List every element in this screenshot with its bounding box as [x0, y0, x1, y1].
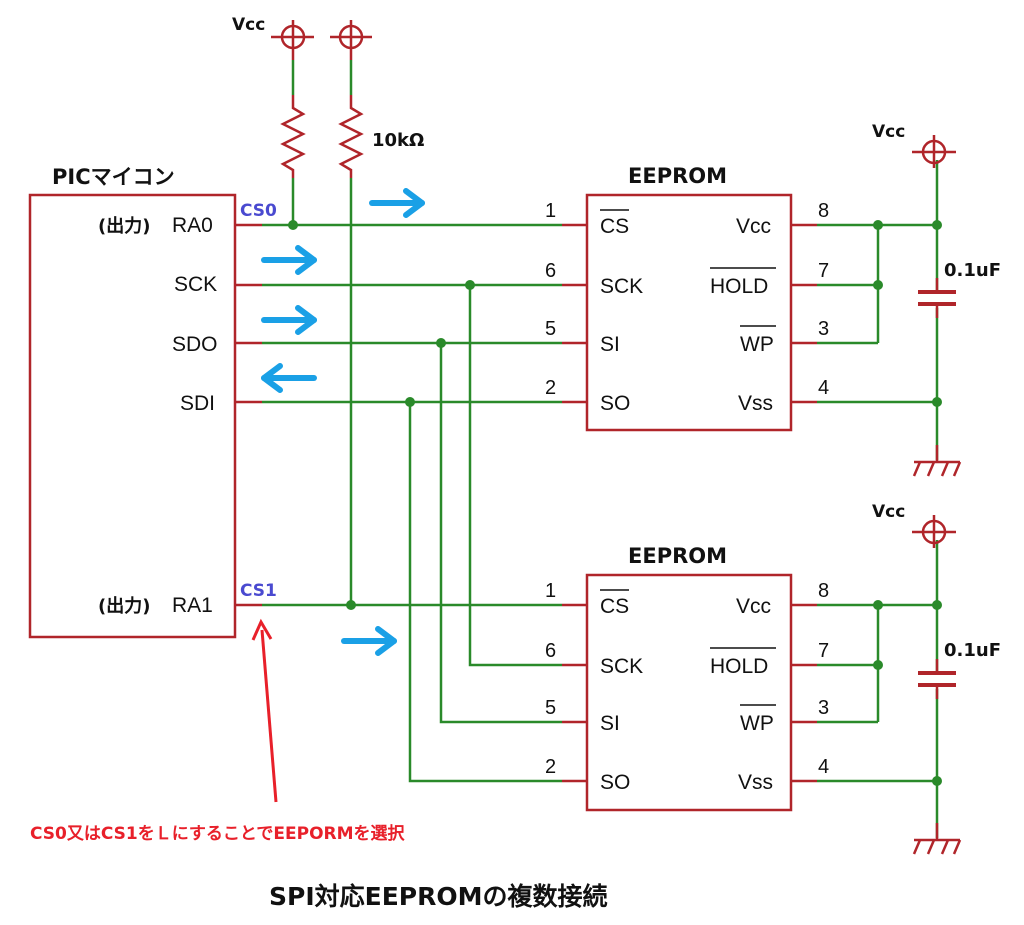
vcc-symbol-3 — [912, 135, 956, 168]
capacitor — [918, 659, 956, 699]
pin-name-sck: SCK — [600, 275, 643, 298]
cap-value: 0.1uF — [944, 260, 1001, 281]
vcc-symbol-2 — [330, 20, 372, 60]
arrow-right-cs0 — [369, 188, 425, 218]
eeprom-2: EEPROM 1 6 5 2 8 7 3 4 CS SCK SI SO Vcc … — [545, 502, 1001, 855]
pin-number: 1 — [545, 580, 556, 602]
mcu-ra0-prefix: (出力) — [98, 215, 150, 237]
pin-name-cs: CS — [600, 215, 629, 238]
ground-symbol — [912, 823, 962, 855]
pin-name-vss: Vss — [738, 392, 773, 415]
pullup-vcc-label: Vcc — [232, 15, 265, 35]
pin-number: 1 — [545, 200, 556, 222]
pin-number: 3 — [818, 697, 829, 719]
vcc-label: Vcc — [872, 122, 905, 142]
pin-name-so: SO — [600, 392, 630, 415]
pin-number: 4 — [818, 377, 829, 399]
mcu-pin-sdo: SDO — [172, 333, 218, 356]
vcc-symbol-1 — [271, 20, 314, 60]
pin-name-vss: Vss — [738, 771, 773, 794]
pin-name-si: SI — [600, 333, 620, 356]
arrow-right-sck — [261, 245, 317, 275]
pin-name-wp: WP — [740, 333, 774, 356]
pin-number: 8 — [818, 580, 829, 602]
ground-symbol — [912, 445, 962, 477]
mcu-ra1-prefix: (出力) — [98, 595, 150, 617]
pin-name-vcc: Vcc — [736, 215, 771, 238]
net-label-cs0: CS0 — [240, 201, 277, 221]
pin-number: 7 — [818, 640, 829, 662]
pin-number: 2 — [545, 756, 556, 778]
pin-number: 5 — [545, 318, 556, 340]
resistor-cs0 — [280, 95, 306, 178]
pin-number: 6 — [545, 260, 556, 282]
eeprom-title: EEPROM — [628, 544, 727, 568]
arrow-left-sdi — [261, 363, 317, 393]
pin-name-si: SI — [600, 712, 620, 735]
wire-sdo — [262, 341, 562, 724]
pin-name-hold: HOLD — [710, 275, 768, 298]
resistor-value: 10kΩ — [372, 130, 424, 151]
junction-dot — [405, 397, 415, 407]
vcc-label: Vcc — [872, 502, 905, 522]
junction-dot — [465, 280, 475, 290]
pin-name-cs: CS — [600, 595, 629, 618]
vcc-symbol-4 — [912, 515, 956, 548]
pin-name-vcc: Vcc — [736, 595, 771, 618]
pin-name-so: SO — [600, 771, 630, 794]
note-text: CS0又はCS1をＬにすることでEEPORMを選択 — [30, 823, 406, 844]
cap-value: 0.1uF — [944, 640, 1001, 661]
pin-number: 2 — [545, 377, 556, 399]
wire-sck — [262, 283, 562, 667]
junction-dot — [288, 220, 298, 230]
junction-dot — [346, 600, 356, 610]
mcu-pin-ra1: RA1 — [172, 594, 213, 617]
pin-number: 5 — [545, 697, 556, 719]
eeprom-title: EEPROM — [628, 164, 727, 188]
capacitor — [918, 278, 956, 318]
arrow-right-cs1 — [341, 626, 397, 656]
pin-name-wp: WP — [740, 712, 774, 735]
pin-number: 3 — [818, 318, 829, 340]
mcu-pin-sck: SCK — [174, 273, 217, 296]
pin-number: 7 — [818, 260, 829, 282]
mcu-pin-ra0: RA0 — [172, 214, 213, 237]
pin-number: 8 — [818, 200, 829, 222]
mcu-pin-sdi: SDI — [180, 392, 215, 415]
mcu-body — [28, 193, 237, 639]
junction-dot — [436, 338, 446, 348]
pin-name-sck: SCK — [600, 655, 643, 678]
net-label-cs1: CS1 — [240, 581, 277, 601]
eeprom-1: EEPROM 1 6 5 2 8 7 3 4 CS SCK SI SO Vcc … — [545, 122, 1001, 477]
pin-number: 4 — [818, 756, 829, 778]
pointer-arrow — [251, 618, 278, 803]
mcu-title: PICマイコン — [52, 165, 175, 189]
pin-number: 6 — [545, 640, 556, 662]
mcu-pin-stubs — [235, 223, 262, 607]
arrow-right-sdo — [261, 305, 317, 335]
caption: SPI対応EEPROMの複数接続 — [269, 882, 608, 911]
resistor-cs1 — [338, 95, 364, 178]
pin-name-hold: HOLD — [710, 655, 768, 678]
wire-sdi — [262, 400, 562, 783]
